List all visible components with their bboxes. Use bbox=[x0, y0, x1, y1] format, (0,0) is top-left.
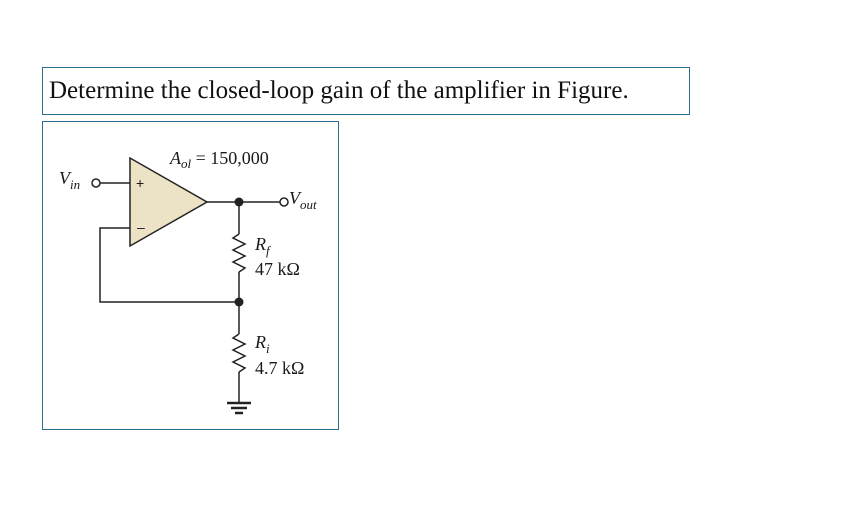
vin-terminal bbox=[91, 178, 101, 188]
ri-label: Ri bbox=[254, 332, 270, 356]
vin-label: Vin bbox=[59, 168, 80, 192]
vout-label: Vout bbox=[289, 188, 317, 212]
rf-value: 47 kΩ bbox=[255, 259, 300, 279]
question-box: Determine the closed-loop gain of the am… bbox=[42, 67, 690, 115]
feedback-wire bbox=[99, 227, 239, 303]
circuit-diagram: Aol = 150,000 Vin + – Vout Rf 47 kΩ bbox=[59, 148, 317, 415]
ri-resistor bbox=[231, 333, 247, 373]
op-amp-minus-sign: – bbox=[137, 219, 145, 235]
ground-symbol bbox=[227, 401, 251, 415]
vout-terminal bbox=[279, 197, 289, 207]
op-amp-triangle bbox=[129, 156, 209, 248]
question-text: Determine the closed-loop gain of the am… bbox=[49, 77, 629, 104]
op-amp-plus-sign: + bbox=[136, 175, 144, 191]
open-loop-gain-label: Aol = 150,000 bbox=[169, 148, 269, 171]
circuit-figure: Aol = 150,000 Vin + – Vout Rf 47 kΩ bbox=[42, 121, 339, 430]
ri-value: 4.7 kΩ bbox=[255, 358, 304, 378]
rf-label: Rf bbox=[254, 234, 272, 258]
rf-resistor bbox=[231, 233, 247, 273]
